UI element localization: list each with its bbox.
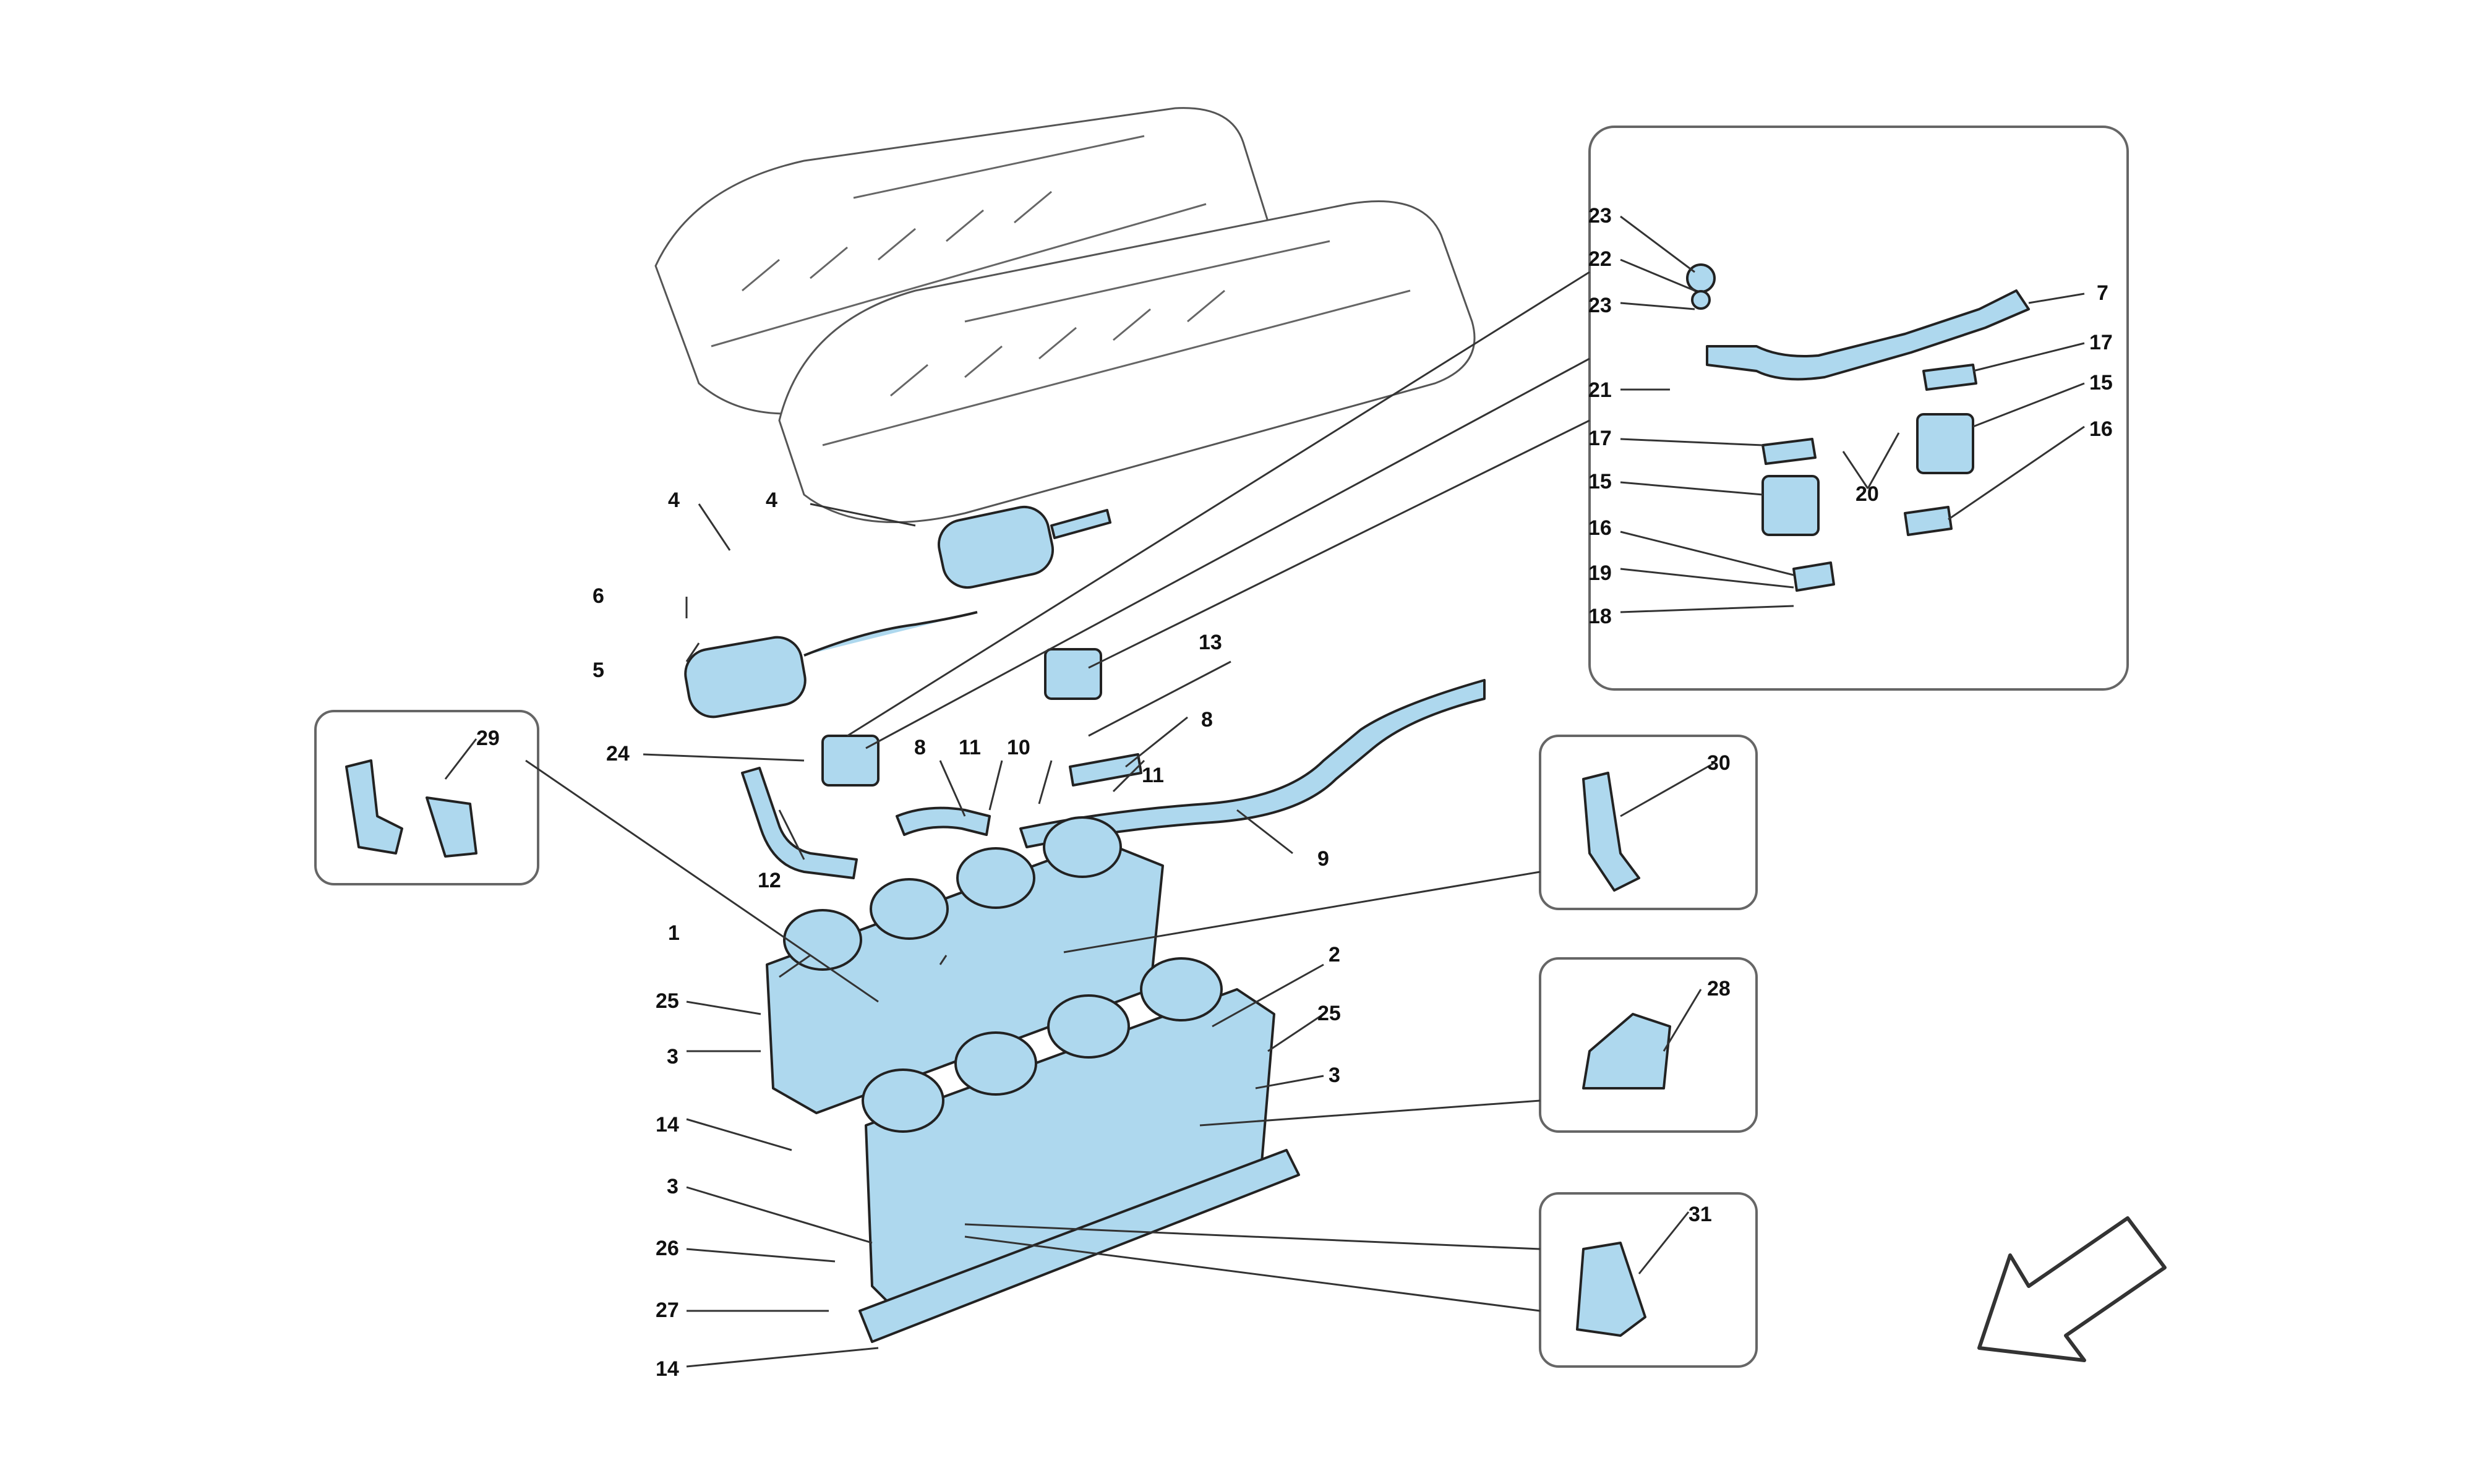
callout-4a: 4 <box>668 488 680 512</box>
callout-28: 28 <box>1707 977 1731 1000</box>
callout-20: 20 <box>1856 482 1879 506</box>
detail-box-29 <box>314 710 539 885</box>
callout-29: 29 <box>476 727 500 750</box>
callout-15a: 15 <box>1588 470 1612 493</box>
gasket-14 <box>858 1149 1300 1343</box>
callout-9: 9 <box>1317 847 1329 871</box>
callout-labels: 1 2 3 3 3 4 4 5 6 7 8 8 9 10 11 11 12 13… <box>476 204 2113 1381</box>
detail-box-bracket <box>1588 126 2129 691</box>
callout-19: 19 <box>1588 561 1612 585</box>
callout-30: 30 <box>1707 751 1731 775</box>
detail-box-31 <box>1539 1192 1758 1368</box>
callout-22: 22 <box>1588 247 1612 271</box>
callout-23a: 23 <box>1588 204 1612 228</box>
callout-13: 13 <box>1199 631 1222 654</box>
valve-13 <box>1044 648 1102 700</box>
callout-31: 31 <box>1689 1203 1712 1226</box>
callout-2: 2 <box>1329 943 1340 966</box>
valve-24 <box>821 735 880 787</box>
callout-21: 21 <box>1588 378 1612 402</box>
callout-17a: 17 <box>1588 427 1612 450</box>
callout-7: 7 <box>2097 281 2108 305</box>
callout-23b: 23 <box>1588 294 1612 317</box>
arrow-down-left-icon <box>1977 1216 2167 1362</box>
callout-24: 24 <box>606 742 630 765</box>
engine-cam-covers <box>654 107 1476 524</box>
callout-3b: 3 <box>1329 1064 1340 1087</box>
callout-18: 18 <box>1588 605 1612 628</box>
callout-25a: 25 <box>656 989 679 1013</box>
callout-26: 26 <box>656 1237 679 1260</box>
callout-11b: 11 <box>1142 764 1164 787</box>
detail-box-30 <box>1539 735 1758 910</box>
callout-4b: 4 <box>766 488 777 512</box>
leader-lines <box>444 215 2085 1368</box>
throttle-body-assembly-2 <box>862 957 1275 1318</box>
callout-8b: 8 <box>1201 708 1213 731</box>
callout-10: 10 <box>1007 736 1030 759</box>
callout-16b: 16 <box>2089 417 2113 441</box>
callout-27: 27 <box>656 1298 679 1322</box>
detail-box-28 <box>1539 957 1758 1133</box>
callout-5: 5 <box>593 659 604 682</box>
callout-1: 1 <box>668 921 680 945</box>
callout-11a: 11 <box>959 736 981 759</box>
callout-14b: 14 <box>656 1357 679 1381</box>
callout-17b: 17 <box>2089 331 2113 354</box>
callout-15b: 15 <box>2089 371 2113 394</box>
hose-8 <box>896 753 1142 836</box>
callout-6: 6 <box>593 584 604 608</box>
callout-14a: 14 <box>656 1113 679 1136</box>
callout-12: 12 <box>758 869 781 892</box>
solenoid-actuator-upper <box>937 505 1111 589</box>
callout-25b: 25 <box>1317 1002 1341 1025</box>
hose-12 <box>741 767 858 879</box>
solenoid-actuator-lower <box>684 611 978 719</box>
callout-8a: 8 <box>914 736 926 759</box>
callout-16a: 16 <box>1588 516 1612 540</box>
callout-3c: 3 <box>667 1175 678 1198</box>
callout-3a: 3 <box>667 1045 678 1068</box>
